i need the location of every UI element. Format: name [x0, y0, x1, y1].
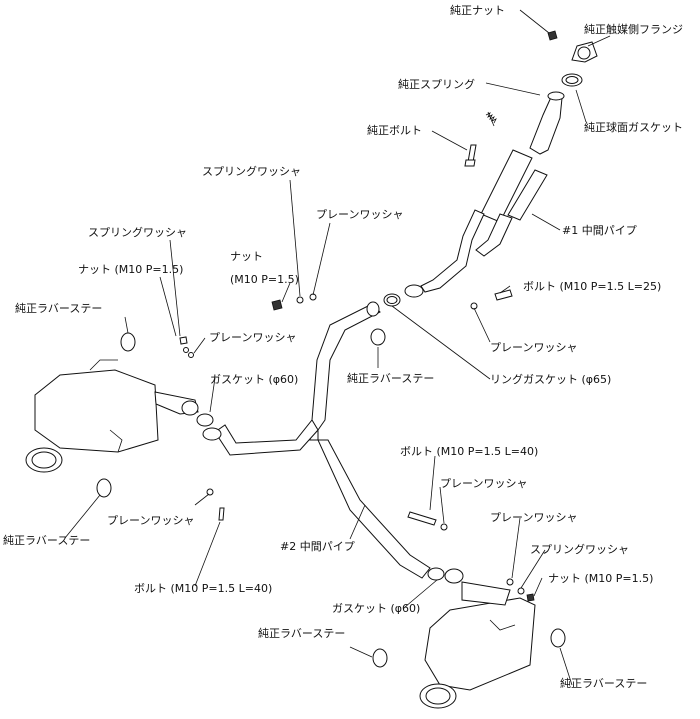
- label-plain-washer-right-low: プレーンワッシャ: [490, 511, 577, 524]
- rubber-stay-parts: [96, 328, 566, 668]
- ring-gasket-part: [383, 293, 401, 307]
- genuine-nut-part: [547, 30, 558, 41]
- label-genuine-spring: 純正スプリング: [398, 77, 475, 91]
- label-plain-washer-top: プレーンワッシャ: [316, 208, 403, 221]
- pipe1-part: [404, 91, 565, 298]
- label-nut-center: ナット: [230, 250, 263, 263]
- label-genuine-nut: 純正ナット: [450, 4, 505, 17]
- y-pipe: [214, 301, 431, 579]
- left-muffler: [25, 359, 199, 473]
- label-spring-washer-right: スプリングワッシャ: [530, 542, 629, 556]
- left-gasket-part: [196, 413, 222, 441]
- label-plain-washer-right-top: プレーンワッシャ: [490, 341, 577, 354]
- right-muffler: [419, 567, 536, 709]
- genuine-spring-part: [485, 111, 497, 127]
- spherical-gasket: [561, 73, 583, 87]
- label-rubber-stay-left-top: 純正ラバーステー: [15, 302, 102, 315]
- label-rubber-stay-left-low: 純正ラバーステー: [3, 534, 90, 547]
- label-spring-washer-left: スプリングワッシャ: [88, 225, 187, 239]
- label-pipe1: #1 中間パイプ: [562, 224, 637, 237]
- label-bolt-right-top: ボルト (M10 P=1.5 L=25): [523, 280, 661, 293]
- label-genuine-spherical-gasket: 純正球面ガスケット: [584, 120, 683, 134]
- label-bolt-left-low: ボルト (M10 P=1.5 L=40): [134, 582, 272, 595]
- label-nut-right: ナット (M10 P=1.5): [548, 572, 653, 585]
- label-plain-washer-right-mid: プレーンワッシャ: [440, 477, 527, 490]
- label-nut-center-spec: (M10 P=1.5): [230, 273, 299, 286]
- label-gasket-left: ガスケット (φ60): [210, 373, 298, 386]
- label-rubber-stay-center: 純正ラバーステー: [347, 372, 434, 385]
- fastener-parts: [179, 289, 535, 602]
- label-rubber-stay-right-low: 純正ラバーステー: [258, 627, 345, 640]
- label-rubber-stay-right-bottom: 純正ラバーステー: [560, 677, 647, 690]
- label-genuine-bolt: 純正ボルト: [367, 124, 422, 137]
- leader-lines: [64, 9, 611, 686]
- label-spring-washer-top: スプリングワッシャ: [202, 164, 301, 178]
- label-plain-washer-left: プレーンワッシャ: [209, 331, 296, 344]
- label-ring-gasket: リングガスケット (φ65): [490, 372, 611, 386]
- genuine-bolt-part: [464, 144, 477, 167]
- cat-flange: [571, 41, 598, 63]
- label-nut-left: ナット (M10 P=1.5): [78, 263, 183, 276]
- label-plain-washer-left-low: プレーンワッシャ: [107, 514, 194, 527]
- label-genuine-cat-flange: 純正触媒側フランジ: [584, 22, 683, 36]
- labels: 純正ナット 純正触媒側フランジ 純正スプリング 純正球面ガスケット 純正ボルト …: [3, 4, 683, 690]
- label-gasket-right: ガスケット (φ60): [332, 602, 420, 615]
- label-bolt-right-mid: ボルト (M10 P=1.5 L=40): [400, 445, 538, 458]
- label-pipe2: #2 中間パイプ: [280, 540, 355, 553]
